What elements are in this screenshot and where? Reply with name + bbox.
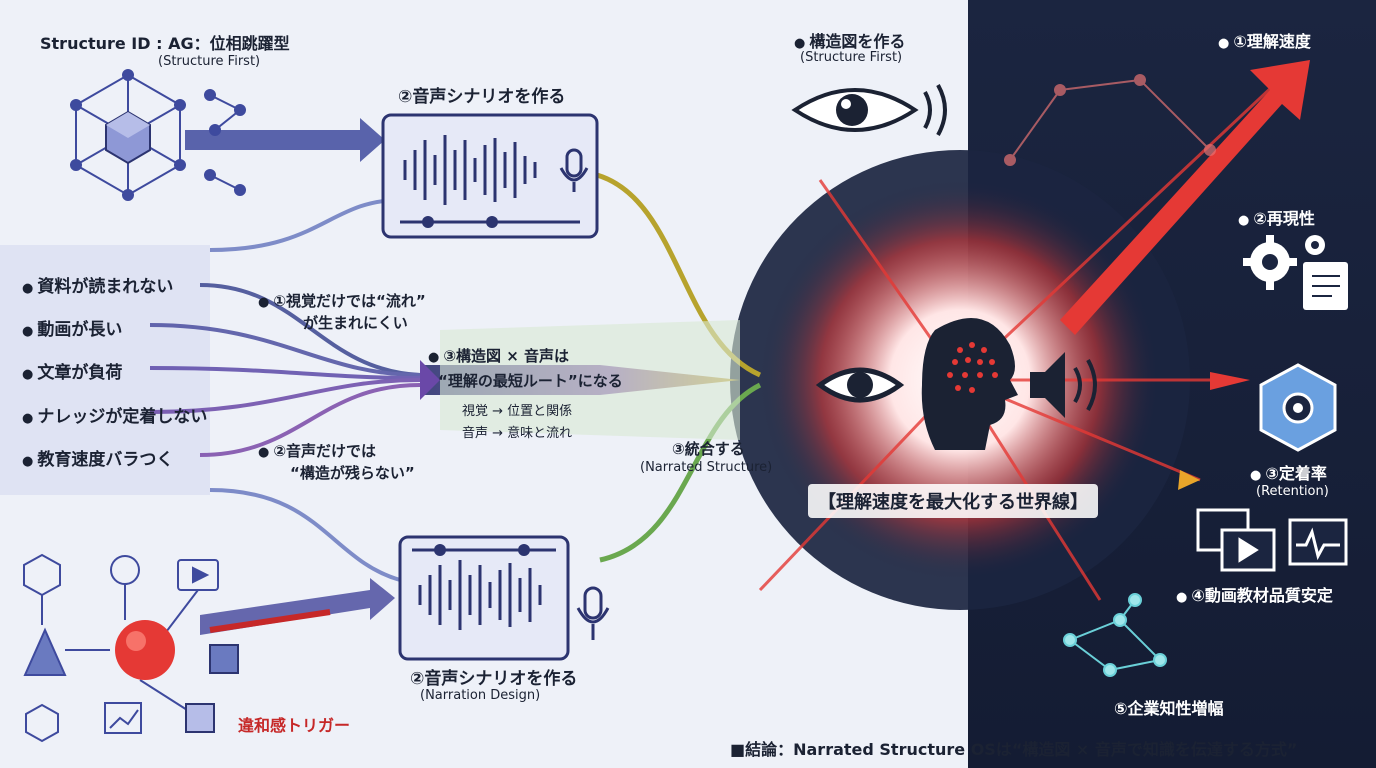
bottom-card-subtitle: (Narration Design) [420, 688, 541, 703]
problem-item: 動画が長い [22, 315, 122, 340]
speaker-icon [1030, 352, 1097, 418]
benefit-retention: ③定着率 [1250, 460, 1327, 484]
trigger-orb [115, 620, 175, 680]
worldline-banner: 【理解速度を最大化する世界線】 [808, 484, 1098, 518]
graph-icon [1063, 593, 1167, 677]
integrate-label: ③統合する [672, 440, 745, 458]
benefit-understanding-speed: ①理解速度 [1218, 28, 1311, 52]
vault-icon [1259, 363, 1337, 452]
issue-audio-line2: “構造が残らない” [290, 464, 415, 482]
issue-combined-line2: “理解の最短ルート”になる [438, 372, 623, 390]
structure-id-subtitle: (Structure First) [158, 54, 261, 69]
conclusion: ■結論：Narrated Structure OSは“構造図 × 音声で知識を伝… [730, 740, 1298, 759]
benefit-retention-subtitle: (Retention) [1256, 484, 1329, 499]
problem-item: 教育速度バラつく [22, 445, 173, 470]
benefit-reproducibility: ②再現性 [1238, 205, 1315, 229]
video-icon [1196, 508, 1348, 572]
trigger-label: 違和感トリガー [238, 716, 351, 735]
problem-item: ナレッジが定着しない [22, 402, 207, 427]
issue-visual-line1: ①視覚だけでは“流れ” [258, 290, 425, 311]
make-structure-label: 構造図を作る [794, 28, 905, 52]
document-icon [1303, 262, 1348, 310]
problem-item: 資料が読まれない [22, 272, 173, 297]
audio-card-bottom [398, 535, 570, 661]
gear-icon [1243, 235, 1325, 290]
network-icon [70, 69, 246, 201]
arrow-icon [1060, 60, 1310, 335]
issue-audio-line1: ②音声だけでは [258, 440, 376, 461]
integrate-subtitle: (Narrated Structure) [640, 460, 773, 475]
detail-visual: 視覚 → 位置と関係 [462, 404, 573, 419]
issue-visual-line2: が生まれにくい [303, 314, 408, 332]
audio-card-top [381, 113, 599, 239]
head-icon [921, 318, 1018, 450]
problem-item: 文章が負荷 [22, 358, 122, 383]
eye-icon [791, 84, 947, 136]
detail-audio: 音声 → 意味と流れ [462, 426, 573, 441]
benefit-corporate-intelligence: ⑤企業知性増幅 [1114, 699, 1224, 718]
benefit-video-quality: ④動画教材品質安定 [1176, 582, 1333, 606]
cube-icon [105, 110, 151, 165]
microphone-icon [559, 148, 589, 192]
make-structure-subtitle: (Structure First) [800, 50, 903, 65]
bottom-card-label: ②音声シナリオを作る [410, 669, 578, 689]
issue-combined-line1: ③構造図 × 音声は [428, 345, 569, 366]
structure-id: Structure ID : AG：位相跳躍型 [40, 34, 290, 53]
top-card-label: ②音声シナリオを作る [398, 87, 566, 107]
